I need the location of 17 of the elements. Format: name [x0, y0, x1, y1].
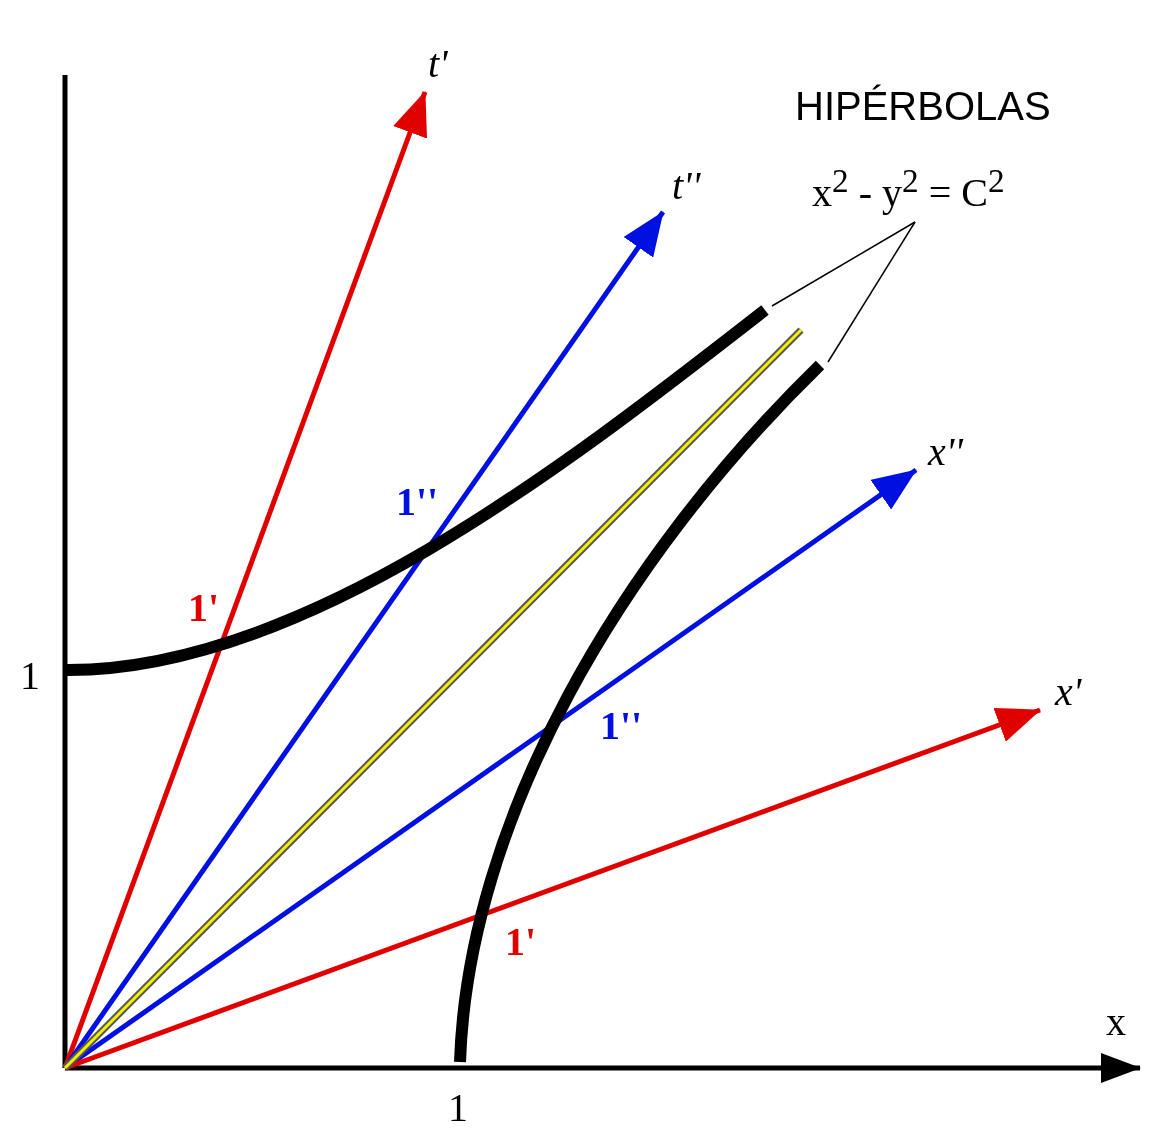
tick-label: 1'' [600, 702, 643, 749]
tick-label: 1' [188, 584, 220, 631]
equation-label: x$^{2}$ - y$^{2}$ = C$^{2}$ [812, 162, 1005, 217]
axis-label: x'' [928, 428, 963, 475]
tick-label: 1 [448, 1084, 468, 1131]
axis-label: x' [1055, 668, 1082, 715]
tick-label: 1 [20, 652, 40, 699]
leader-line [827, 221, 916, 363]
hyperbola-curve [64, 305, 769, 676]
hyperbola-curve [454, 360, 825, 1063]
axis-label: t'' [672, 162, 701, 209]
heading: HIPÉRBOLAS [795, 84, 1051, 129]
axis-label: t' [428, 40, 448, 87]
leader-line [771, 221, 916, 307]
axis-label: x [1106, 998, 1126, 1045]
tick-label: 1' [505, 918, 537, 965]
tick-label: 1'' [396, 478, 439, 525]
